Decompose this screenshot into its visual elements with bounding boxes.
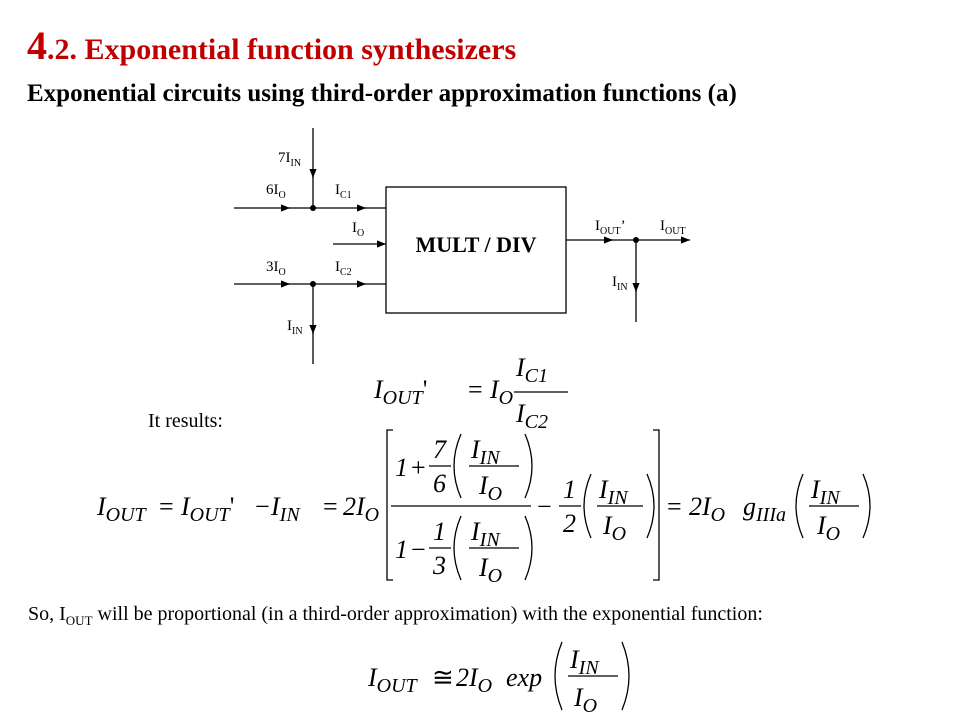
label-iin-bottom: IIN — [287, 318, 303, 337]
junction-dot-bottom — [310, 281, 316, 287]
title-number-rest: .2. — [47, 33, 77, 66]
svg-text:gIIIa: gIIIa — [743, 492, 786, 526]
label-io: IO — [352, 220, 364, 239]
svg-text:3: 3 — [432, 551, 446, 580]
svg-text:IOUT: IOUT — [367, 663, 419, 697]
label-iin-right: IIN — [612, 274, 628, 293]
svg-text:IIN: IIN — [470, 435, 501, 469]
svg-text:1: 1 — [433, 517, 446, 546]
paren-rhs-left — [795, 473, 804, 539]
svg-text:7: 7 — [433, 435, 447, 464]
svg-text:IO: IO — [478, 553, 502, 587]
paren-num-left — [453, 433, 462, 499]
svg-text:1: 1 — [563, 475, 576, 504]
label-7iin: 7IIN — [278, 150, 301, 169]
equation-iout-main: IOUT = IOUT' − IIN = 2IO 1 + 7 6 IIN IO … — [96, 429, 871, 587]
svg-text:IOUT': IOUT' — [180, 492, 234, 526]
label-6io: 6IO — [266, 182, 286, 201]
svg-text:=: = — [159, 492, 174, 521]
svg-text:2IO: 2IO — [343, 492, 379, 526]
svg-text:IO: IO — [573, 683, 597, 717]
svg-text:exp: exp — [506, 663, 542, 692]
svg-text:IOUT: IOUT — [96, 492, 148, 526]
svg-text:2: 2 — [563, 509, 576, 538]
slide-title: 4.2. Exponential function synthesizers — [27, 22, 516, 69]
block-label: MULT / DIV — [415, 232, 536, 257]
svg-text:=: = — [667, 492, 682, 521]
svg-text:IO: IO — [602, 511, 626, 545]
paren-den-left — [453, 515, 462, 581]
paren-mid-right — [646, 473, 655, 539]
slide-subtitle: Exponential circuits using third-order a… — [27, 80, 737, 107]
results-text: It results: — [148, 410, 223, 432]
svg-text:IIN: IIN — [810, 475, 841, 509]
svg-text:≅: ≅ — [432, 663, 454, 692]
label-ic1: IC1 — [335, 182, 352, 201]
svg-text:=: = — [468, 375, 483, 404]
svg-text:2IO: 2IO — [456, 663, 492, 697]
big-bracket-right — [653, 429, 660, 581]
svg-text:=: = — [323, 492, 338, 521]
paren-exp-left — [554, 641, 563, 711]
svg-text:−: − — [255, 492, 270, 521]
svg-text:−: − — [537, 492, 552, 521]
conclusion-text: So, IOUT will be proportional (in a thir… — [28, 603, 763, 628]
label-iout-prime: IOUT’ — [595, 218, 626, 237]
mult-div-block — [385, 186, 567, 314]
paren-den-right — [524, 515, 533, 581]
svg-text:IO: IO — [489, 375, 513, 409]
svg-text:1: 1 — [395, 535, 408, 564]
svg-text:−: − — [411, 535, 426, 564]
svg-text:IIN: IIN — [598, 475, 629, 509]
junction-dot-top — [310, 205, 316, 211]
svg-text:6: 6 — [433, 469, 446, 498]
title-number-big: 4 — [27, 23, 47, 68]
equation-exponential: IOUT ≅ 2IO exp IIN IO — [367, 641, 630, 717]
svg-text:IO: IO — [478, 471, 502, 505]
svg-text:IIN: IIN — [470, 517, 501, 551]
title-text: Exponential function synthesizers — [84, 33, 517, 66]
junction-dot-output — [633, 237, 639, 243]
equation-iout-prime: IOUT' = IO IC1 IC2 — [373, 354, 568, 428]
svg-text:IC1: IC1 — [515, 354, 548, 387]
svg-text:IIN: IIN — [270, 492, 301, 526]
svg-text:2IO: 2IO — [689, 492, 725, 526]
paren-rhs-right — [862, 473, 871, 539]
svg-text:1: 1 — [395, 453, 408, 482]
label-iout: IOUT — [660, 218, 686, 237]
big-bracket-left — [386, 429, 393, 581]
paren-mid-left — [583, 473, 592, 539]
svg-text:+: + — [411, 453, 426, 482]
label-ic2: IC2 — [335, 259, 352, 278]
paren-exp-right — [621, 641, 630, 711]
paren-num-right — [524, 433, 533, 499]
label-3io: 3IO — [266, 259, 286, 278]
svg-text:IO: IO — [816, 511, 840, 545]
svg-text:IC2: IC2 — [515, 399, 548, 428]
svg-text:IIN: IIN — [569, 645, 600, 679]
svg-text:IOUT': IOUT' — [373, 375, 427, 409]
